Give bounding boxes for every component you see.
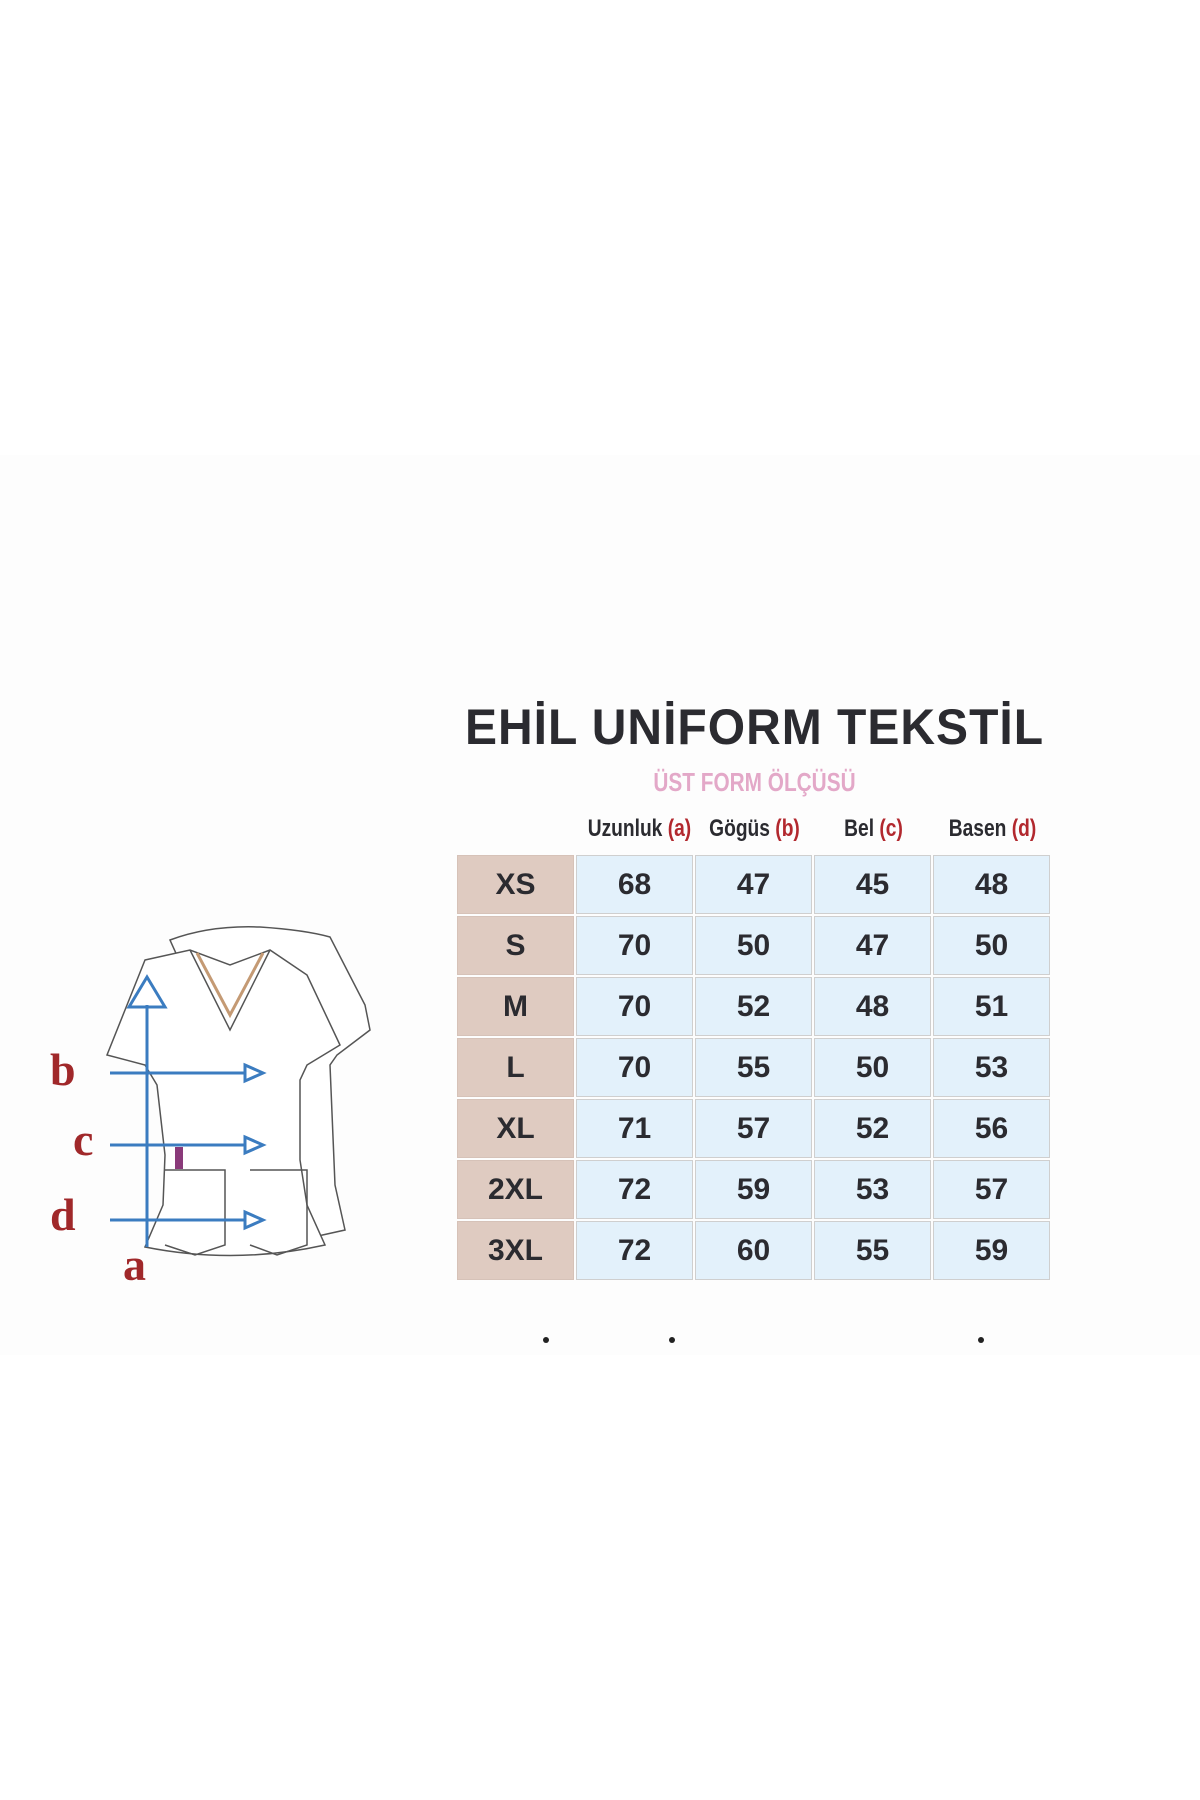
value-cell: 57 <box>695 1099 812 1158</box>
value-cell: 71 <box>576 1099 693 1158</box>
value-cell: 55 <box>695 1038 812 1097</box>
value-cell: 48 <box>814 977 931 1036</box>
label-a: a <box>123 1239 146 1285</box>
value-cell: 45 <box>814 855 931 914</box>
size-cell: 2XL <box>457 1160 574 1219</box>
value-cell: 52 <box>814 1099 931 1158</box>
size-cell: S <box>457 916 574 975</box>
column-letter: (d) <box>1011 815 1037 842</box>
value-cell: 53 <box>933 1038 1050 1097</box>
pen-icon <box>175 1147 183 1169</box>
column-name: Gögüs <box>709 815 770 842</box>
label-c: c <box>73 1114 93 1165</box>
value-cell: 72 <box>576 1160 693 1219</box>
value-cell: 68 <box>576 855 693 914</box>
size-cell: L <box>457 1038 574 1097</box>
label-d: d <box>50 1189 76 1240</box>
column-header-chest: Gögüs (b) <box>708 815 802 843</box>
value-cell: 56 <box>933 1099 1050 1158</box>
column-name: Basen <box>948 815 1007 842</box>
measure-arrows <box>110 974 267 1247</box>
value-cell: 60 <box>695 1221 812 1280</box>
dot <box>669 1337 675 1343</box>
column-name: Uzunluk <box>587 815 663 842</box>
value-cell: 70 <box>576 916 693 975</box>
column-name: Bel <box>844 815 875 842</box>
size-cell: M <box>457 977 574 1036</box>
label-b: b <box>50 1044 76 1095</box>
value-cell: 50 <box>933 916 1050 975</box>
value-cell: 55 <box>814 1221 931 1280</box>
column-header-hip: Basen (d) <box>946 815 1040 843</box>
column-header-length: Uzunluk (a) <box>587 815 691 843</box>
dot <box>543 1337 549 1343</box>
size-cell: 3XL <box>457 1221 574 1280</box>
value-cell: 48 <box>933 855 1050 914</box>
value-cell: 57 <box>933 1160 1050 1219</box>
scrub-top-diagram: b c d a <box>50 926 371 1285</box>
column-letter: (a) <box>667 815 692 842</box>
size-cell: XL <box>457 1099 574 1158</box>
length-arrow-head <box>126 974 168 1009</box>
brand-title: EHİL UNİFORM TEKSTİL <box>464 699 1045 756</box>
column-letter: (c) <box>879 815 903 842</box>
value-cell: 47 <box>695 855 812 914</box>
column-header-waist: Bel (c) <box>827 815 921 843</box>
value-cell: 53 <box>814 1160 931 1219</box>
value-cell: 50 <box>814 1038 931 1097</box>
value-cell: 52 <box>695 977 812 1036</box>
value-cell: 59 <box>933 1221 1050 1280</box>
value-cell: 59 <box>695 1160 812 1219</box>
dot <box>978 1337 984 1343</box>
value-cell: 47 <box>814 916 931 975</box>
value-cell: 70 <box>576 1038 693 1097</box>
chart-subtitle: ÜST FORM ÖLÇÜSÜ <box>653 767 856 797</box>
value-cell: 72 <box>576 1221 693 1280</box>
value-cell: 50 <box>695 916 812 975</box>
column-letter: (b) <box>775 815 800 842</box>
size-cell: XS <box>457 855 574 914</box>
value-cell: 70 <box>576 977 693 1036</box>
value-cell: 51 <box>933 977 1050 1036</box>
